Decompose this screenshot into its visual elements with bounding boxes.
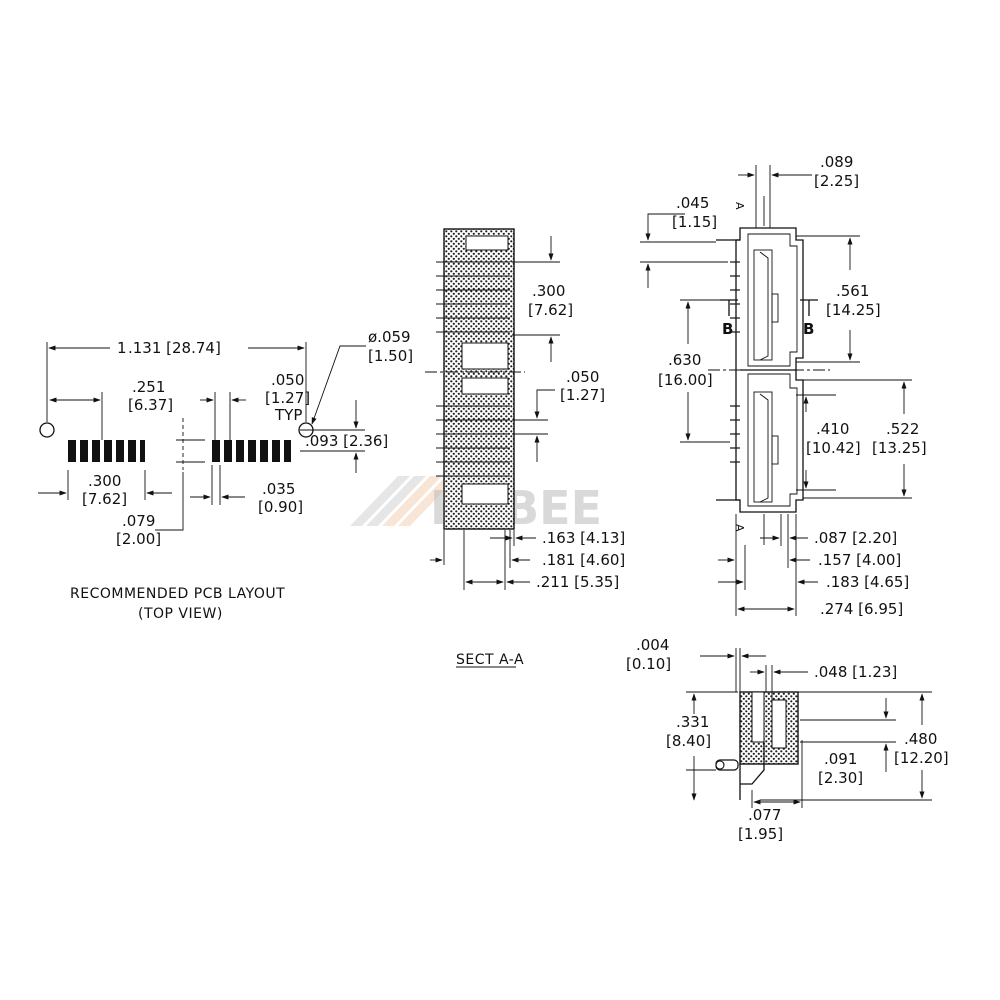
end-dim-total-height: .480 [904, 730, 937, 748]
dim-hole-dia: ø.059 [368, 328, 411, 346]
side-view-pins [716, 239, 740, 501]
dim-pad-pitch-note: TYP [274, 406, 302, 424]
side-dim-lower-height-mm: [13.25] [872, 439, 927, 457]
dim-row-span: .300 [88, 472, 121, 490]
side-view: A A B B .089 [2.25] .045 [1.15] .561 [14… [640, 153, 927, 618]
dim-hole-dia-mm: [1.50] [368, 347, 413, 365]
pad-row-left [68, 440, 145, 462]
side-dim-d3: .183 [4.65] [826, 573, 909, 591]
section-dim-d2: .181 [4.60] [542, 551, 625, 569]
end-dim-base-mm: [1.95] [738, 825, 783, 843]
section-dim-small-pitch: .050 [566, 368, 599, 386]
dim-row-span-mm: [7.62] [82, 490, 127, 508]
section-dim-small-pitch-mm: [1.27] [560, 386, 605, 404]
end-dim-inner-mm: [2.30] [818, 769, 863, 787]
pad-row-right [212, 440, 291, 462]
end-dim-height-a-mm: [8.40] [666, 732, 711, 750]
pcb-layout-subcaption: (TOP VIEW) [138, 606, 223, 622]
side-dim-offset: .045 [676, 194, 709, 212]
side-dim-top-width-mm: [2.25] [814, 172, 859, 190]
section-mark-b-right: B [803, 320, 814, 338]
mounting-hole-left [39, 422, 55, 438]
side-dim-offset-mm: [1.15] [672, 213, 717, 231]
pcb-layout-view: 1 .131 [28.74] .251 [6.37] .050 [1.27] T… [38, 328, 413, 622]
section-contacts [436, 261, 510, 477]
side-dim-mid-height-mm: [16.00] [658, 371, 713, 389]
dim-pad-width-mm: [0.90] [258, 498, 303, 516]
side-dim-upper-height: .561 [836, 282, 869, 300]
end-dim-inner: .091 [824, 750, 857, 768]
side-dim-upper-height-mm: [14.25] [826, 301, 881, 319]
section-mark-b-left: B [722, 320, 733, 338]
dim-row-offset: .093 [2.36] [305, 432, 388, 450]
side-dim-d1: .087 [2.20] [814, 529, 897, 547]
side-dim-lower-inner: .410 [816, 420, 849, 438]
dim-pitch-a: .251 [132, 378, 165, 396]
end-dim-wall: .048 [1.23] [814, 663, 897, 681]
end-view-body [739, 691, 799, 765]
side-dim-top-width: .089 [820, 153, 853, 171]
end-dim-gap-mm: [0.10] [626, 655, 671, 673]
dim-pad-pitch: .050 [271, 371, 304, 389]
side-dim-lower-height: .522 [886, 420, 919, 438]
dim-gap: .079 [122, 512, 155, 530]
section-mark-a-top: A [733, 202, 746, 210]
dim-pad-width: .035 [262, 480, 295, 498]
section-aa-view: .300 [7.62] .050 [1.27] .163 [4.13] .181… [425, 228, 625, 668]
pcb-layout-caption: RECOMMENDED PCB LAYOUT [70, 586, 285, 602]
section-dim-pitch-mm: [7.62] [528, 301, 573, 319]
dim-overall: .131 [28.74] [128, 339, 221, 357]
side-dim-mid-height: .630 [668, 351, 701, 369]
section-dim-pitch: .300 [532, 282, 565, 300]
watermark-logo-mark [350, 476, 458, 526]
dim-overall-prefix: 1 [117, 339, 127, 357]
dim-gap-mm: [2.00] [116, 530, 161, 548]
side-dim-d4: .274 [6.95] [820, 600, 903, 618]
dim-pitch-a-mm: [6.37] [128, 396, 173, 414]
end-dim-height-a: .331 [676, 713, 709, 731]
side-dim-lower-inner-mm: [10.42] [806, 439, 861, 457]
end-dim-total-height-mm: [12.20] [894, 749, 949, 767]
section-aa-caption: SECT A-A [456, 652, 524, 668]
section-dim-d3: .211 [5.35] [536, 573, 619, 591]
section-dim-d1: .163 [4.13] [542, 529, 625, 547]
side-dim-d2: .157 [4.00] [818, 551, 901, 569]
side-view-outline [735, 227, 804, 513]
end-view: .004 [0.10] .048 [1.23] .331 [8.40] .480… [626, 636, 949, 843]
dim-pad-pitch-mm: [1.27] [265, 389, 310, 407]
section-mark-a-bottom: A [733, 524, 746, 532]
end-dim-gap: .004 [636, 636, 669, 654]
end-dim-base: .077 [748, 806, 781, 824]
